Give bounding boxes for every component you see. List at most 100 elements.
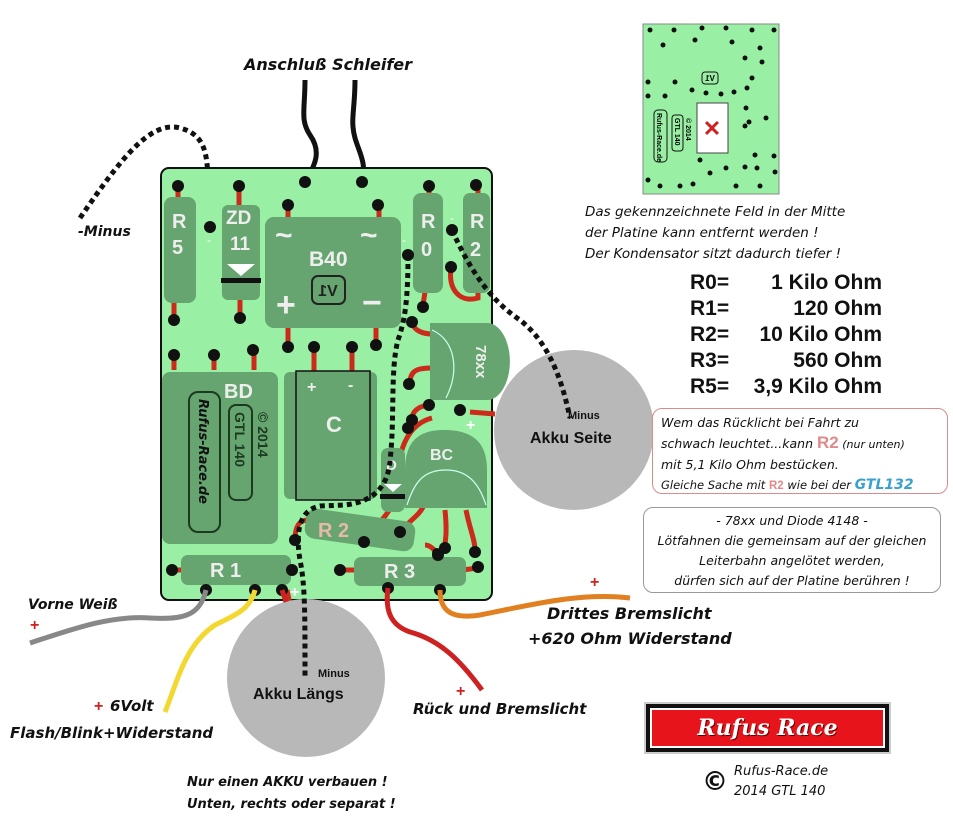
zd-label-b: 11: [230, 234, 251, 255]
resistor-r0: [413, 193, 443, 293]
zener-band: [221, 278, 261, 283]
r0-label-b: 0: [421, 239, 432, 261]
version-label: V1: [318, 283, 338, 300]
version-box: [311, 275, 346, 305]
resistor-r2-bottom: [304, 508, 416, 552]
wire-schleifer-left: [301, 79, 319, 184]
transistor-bc: [405, 430, 487, 508]
copyright: © Rufus-Race.de 2014 GTL 140: [702, 762, 828, 802]
resistor-r3: [354, 557, 466, 586]
r2-highlight: R2: [816, 433, 839, 452]
label-minus: -Minus: [78, 224, 131, 240]
gtl-highlight: GTL132: [854, 477, 914, 493]
value-amount: 120 Ohm: [793, 297, 882, 320]
wire-rueck-red: [384, 587, 485, 692]
diode-arrow-icon: [384, 484, 402, 492]
value-row: R3= 560 Ohm: [690, 348, 882, 374]
thumb-brand: Rufus-Race.de: [655, 113, 662, 162]
value-amount: 3,9 Kilo Ohm: [753, 375, 882, 398]
copyright-line: Rufus-Race.de: [734, 764, 829, 779]
model-text: GTL 140: [232, 412, 248, 467]
info-text: Das gekennzeichnete Feld in der Mitte de…: [585, 202, 845, 265]
r1-label: R 1: [210, 560, 241, 582]
capacitor-c: [295, 370, 371, 501]
battery-akku-seite: [494, 350, 654, 510]
logo-text: Rufus Race: [650, 708, 885, 748]
cap-label: C: [326, 412, 342, 437]
r3-label: R 3: [384, 561, 415, 583]
plus-vorne: +: [30, 617, 39, 634]
label-rueck: Rück und Bremslicht: [413, 700, 587, 718]
battery-akku-laengs: [227, 599, 385, 757]
rufus-race-logo: Rufus Race: [644, 702, 891, 754]
note-line: Leiterbahn angelötet werden,: [699, 553, 885, 568]
note-text: schwach leuchtet...kann: [661, 436, 817, 451]
wire-vorne-gray: [29, 589, 209, 646]
value-name: R0=: [690, 271, 730, 294]
b40-ac-left: ~: [275, 219, 293, 252]
regulator-label: 78xx: [472, 345, 489, 379]
regulator-78xx: [430, 323, 510, 400]
value-row: R0=1 Kilo Ohm: [690, 270, 882, 296]
note-line: Gleiche Sache mit R2 wie bei der GTL132: [661, 475, 939, 496]
value-name: R1=: [690, 297, 730, 320]
plus-signs: + + + +: [30, 574, 599, 715]
minus-mark: -: [207, 233, 211, 247]
zener-arrow-icon: [227, 264, 255, 276]
thumb-model: GTL 140: [673, 118, 680, 146]
minus-mark: -: [402, 233, 406, 247]
cap-plus: +: [307, 379, 316, 396]
copyright-icon: ©: [702, 767, 728, 797]
bc-outline: [406, 469, 487, 506]
label-sixvolt: 6Volt: [110, 697, 154, 715]
value-row: R2=10 Kilo Ohm: [690, 322, 882, 348]
info-line: der Platine kann entfernt werden !: [585, 225, 819, 241]
label-flash: Flash/Blink+Widerstand: [10, 724, 213, 742]
minus-mark: -: [450, 211, 454, 225]
wire-schleifer-right: [350, 79, 366, 184]
r2-highlight: R2: [768, 480, 784, 492]
resistor-r1: [181, 555, 291, 585]
r5-label-b: 5: [172, 237, 183, 259]
value-amount: 560 Ohm: [793, 349, 882, 372]
value-row: R1= 120 Ohm: [690, 296, 882, 322]
b40-ac-right: ~: [360, 219, 378, 252]
solder-pads: [166, 176, 484, 596]
label-vorne: Vorne Weiß: [28, 597, 118, 613]
r5-label-a: R: [172, 211, 187, 233]
bridge-b40: [265, 217, 401, 328]
brand-text: Rufus-Race.de: [195, 399, 210, 504]
b40-plus: +: [276, 286, 296, 324]
footer-note-1: Nur einen AKKU verbauen !: [187, 775, 388, 790]
remove-mark-icon: ✕: [703, 116, 721, 141]
value-row: R5= 3,9 Kilo Ohm: [690, 374, 882, 400]
laengs-label: Akku Längs: [253, 686, 344, 703]
note-text: (nur unten): [838, 438, 905, 451]
seite-minus: Minus: [568, 410, 600, 422]
wire-akku-red: [279, 589, 289, 603]
plus-mark: +: [290, 584, 299, 601]
laengs-minus: Minus: [318, 668, 350, 680]
b40-label: B40: [309, 248, 348, 271]
plus-mark: +: [466, 417, 475, 434]
label-drittes-sub: +620 Ohm Widerstand: [528, 629, 732, 648]
info-line: Der Kondensator sitzt dadurch tiefer !: [585, 246, 842, 262]
note-text: Gleiche Sache mit: [661, 478, 769, 492]
bc-label: BC: [430, 447, 454, 464]
value-name: R2=: [690, 323, 730, 346]
cap-minus: -: [348, 377, 353, 394]
value-name: R3=: [690, 349, 730, 372]
b40-minus: −: [362, 284, 382, 322]
year-text: © 2014: [255, 412, 271, 458]
copyright-line: 2014 GTL 140: [734, 784, 826, 799]
note-line: Lötfahnen die gemeinsam auf der gleichen: [657, 533, 927, 548]
value-name: R5=: [690, 375, 730, 398]
note-ruecklicht: Wem das Rücklicht bei Fahrt zu schwach l…: [652, 408, 948, 494]
resistor-r5: [164, 197, 196, 303]
brand-box: [188, 391, 221, 533]
note-loetfahnen: - 78xx und Diode 4148 - Lötfahnen die ge…: [643, 507, 941, 593]
zd-label-a: ZD: [226, 208, 251, 229]
model-box: [228, 404, 253, 501]
footer-note-2: Unten, rechts oder separat !: [187, 797, 396, 812]
